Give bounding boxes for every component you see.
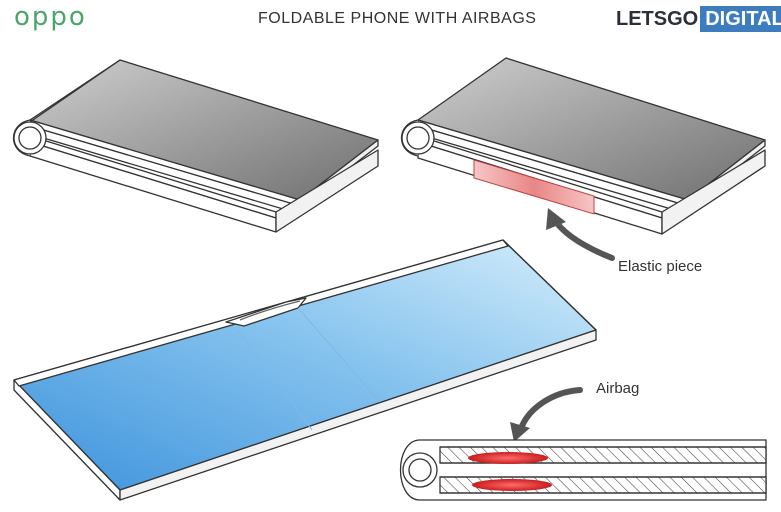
- elastic-arrow: [546, 208, 615, 261]
- logo-text-letsgo: LETSGO: [616, 8, 699, 30]
- logo-text-digital: DIGITAL: [700, 6, 781, 32]
- folded-phone-elastic: [401, 57, 766, 235]
- cross-section: [400, 439, 767, 501]
- airbag-upper: [468, 452, 548, 464]
- airbag-lower: [472, 479, 552, 491]
- letsgodigital-logo: LETSGO DIGITAL: [614, 6, 781, 32]
- oppo-logo: oppo: [14, 2, 87, 32]
- unfolded-phone: [13, 239, 597, 501]
- folded-phone-closed: [13, 59, 379, 233]
- elastic-piece: [473, 159, 595, 215]
- elastic-piece-label: Elastic piece: [618, 258, 703, 275]
- airbag-label: Airbag: [596, 380, 640, 397]
- page-title: FOLDABLE PHONE WITH AIRBAGS: [258, 10, 537, 27]
- airbag-arrow: [510, 387, 583, 442]
